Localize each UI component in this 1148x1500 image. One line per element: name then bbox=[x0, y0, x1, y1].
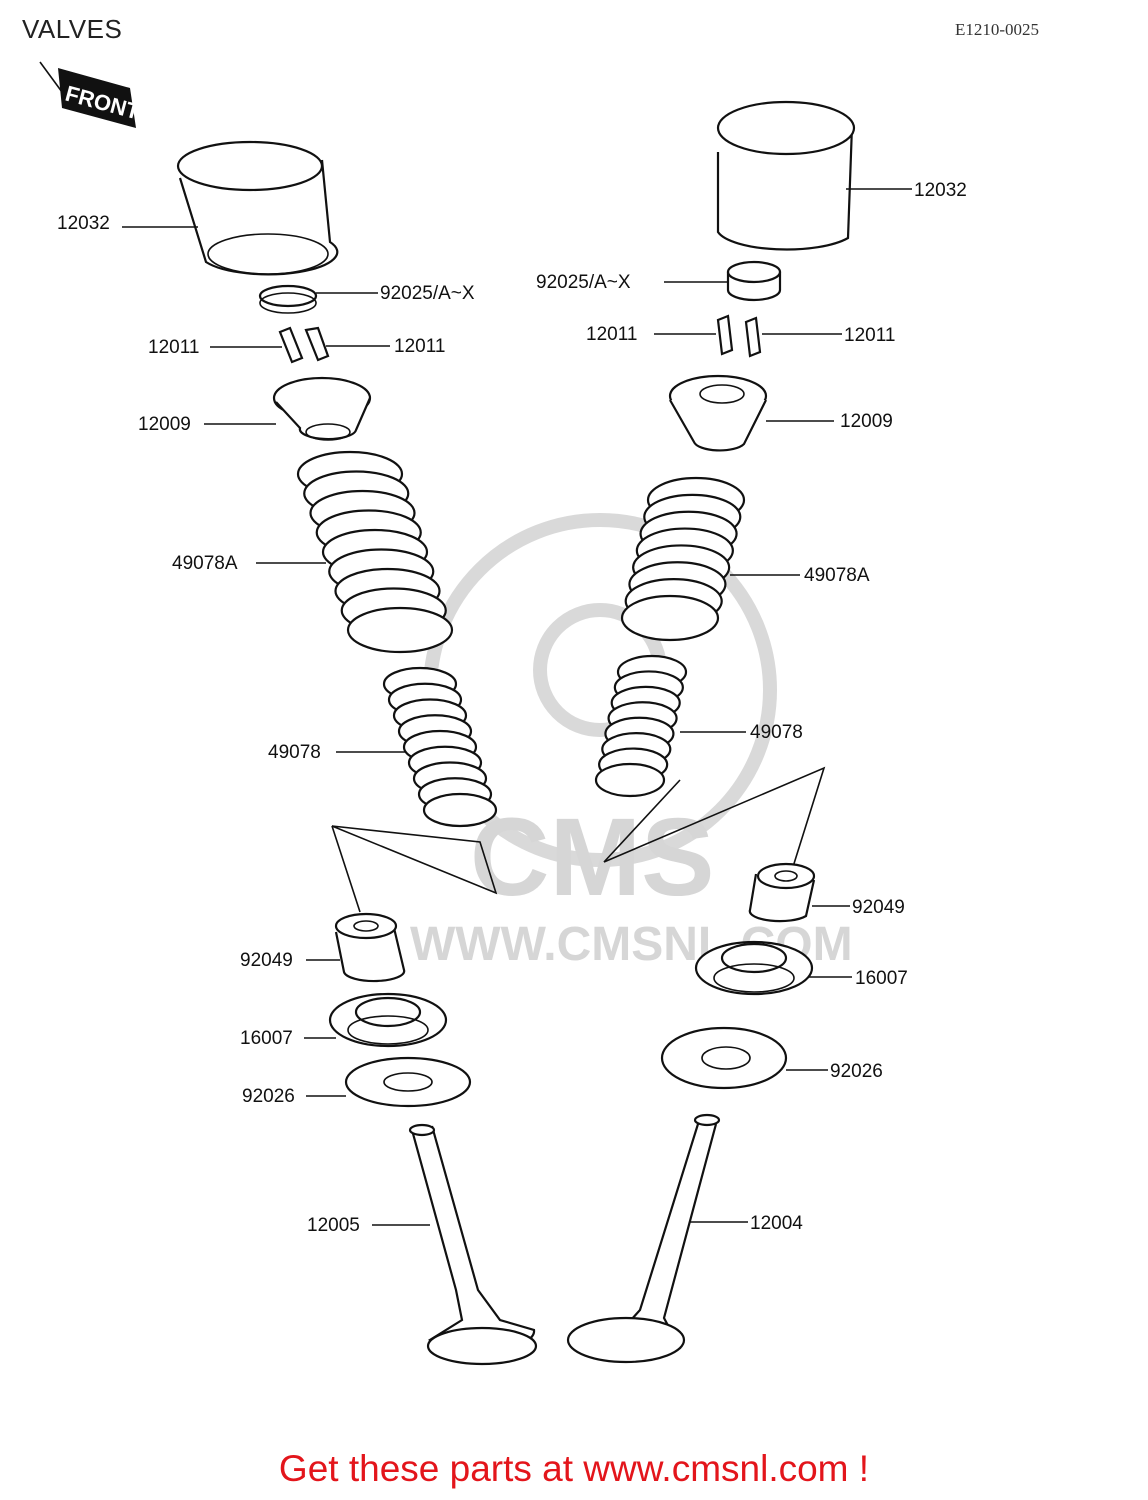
label-right-49078: 49078 bbox=[750, 722, 803, 743]
left-cotters-12011 bbox=[278, 326, 330, 364]
front-arrow-icon: FRONT bbox=[39, 61, 143, 128]
label-left-12009: 12009 bbox=[138, 414, 191, 435]
right-shim-92025 bbox=[726, 260, 782, 302]
label-right-92049: 92049 bbox=[852, 897, 905, 918]
label-left-92025: 92025/A~X bbox=[380, 283, 475, 304]
right-tappet-12032 bbox=[716, 100, 856, 251]
right-seat-16007 bbox=[694, 940, 814, 996]
left-outer-spring-49078A bbox=[296, 450, 454, 654]
leader-lines bbox=[122, 188, 912, 1226]
label-right-12009: 12009 bbox=[840, 411, 893, 432]
right-projection-line-b bbox=[603, 779, 681, 863]
front-arrow-line bbox=[39, 61, 63, 93]
label-right-49078A: 49078A bbox=[804, 565, 870, 586]
spring-coil bbox=[594, 762, 666, 798]
label-right-16007: 16007 bbox=[855, 968, 908, 989]
spring-coil bbox=[346, 606, 454, 654]
left-inner-spring-49078 bbox=[382, 666, 498, 828]
label-right-92025: 92025/A~X bbox=[536, 272, 631, 293]
label-right-92026: 92026 bbox=[830, 1061, 883, 1082]
label-right-12011-b: 12011 bbox=[844, 325, 895, 346]
right-inner-spring-49078 bbox=[594, 654, 688, 798]
footer-link[interactable]: Get these parts at www.cmsnl.com ! bbox=[278, 1448, 870, 1489]
left-seat-16007 bbox=[328, 992, 448, 1048]
label-left-12011-b: 12011 bbox=[394, 336, 445, 357]
label-right-12032: 12032 bbox=[914, 180, 967, 201]
left-washer-92026 bbox=[344, 1056, 472, 1108]
spring-coil bbox=[422, 792, 498, 828]
label-left-92026: 92026 bbox=[242, 1086, 295, 1107]
label-left-92049: 92049 bbox=[240, 950, 293, 971]
page-title: VALVES bbox=[22, 14, 123, 44]
label-left-12011-a: 12011 bbox=[148, 337, 199, 358]
diagram-code: E1210-0025 bbox=[955, 20, 1040, 39]
left-retainer-12009 bbox=[272, 376, 372, 441]
right-washer-92026 bbox=[660, 1026, 788, 1090]
label-left-49078: 49078 bbox=[268, 742, 321, 763]
left-projection-line-b bbox=[331, 825, 361, 913]
right-retainer-12009 bbox=[668, 374, 768, 452]
left-projection-lines bbox=[331, 825, 498, 895]
right-projection-lines bbox=[603, 766, 826, 871]
right-outer-spring-49078A bbox=[620, 476, 746, 642]
watermark-cms: CMS bbox=[470, 796, 714, 919]
label-left-12032: 12032 bbox=[57, 213, 110, 234]
label-right-12011-a: 12011 bbox=[586, 324, 637, 345]
label-right-12004: 12004 bbox=[750, 1213, 803, 1234]
left-seal-92049 bbox=[334, 912, 406, 983]
valve-diagram: CMS WWW.CMSNL.COM FRONT bbox=[39, 61, 967, 1366]
label-left-12005: 12005 bbox=[307, 1215, 360, 1236]
spring-coil bbox=[620, 594, 720, 642]
left-shim-92025 bbox=[258, 284, 318, 314]
right-seal-92049 bbox=[748, 862, 816, 923]
label-left-16007: 16007 bbox=[240, 1028, 293, 1049]
left-valve-12005 bbox=[408, 1123, 538, 1366]
right-valve-12004 bbox=[566, 1113, 721, 1364]
left-tappet-12032 bbox=[176, 140, 339, 276]
front-arrow-plate bbox=[58, 68, 136, 128]
right-cotters-12011 bbox=[716, 314, 762, 358]
label-left-49078A: 49078A bbox=[172, 553, 238, 574]
